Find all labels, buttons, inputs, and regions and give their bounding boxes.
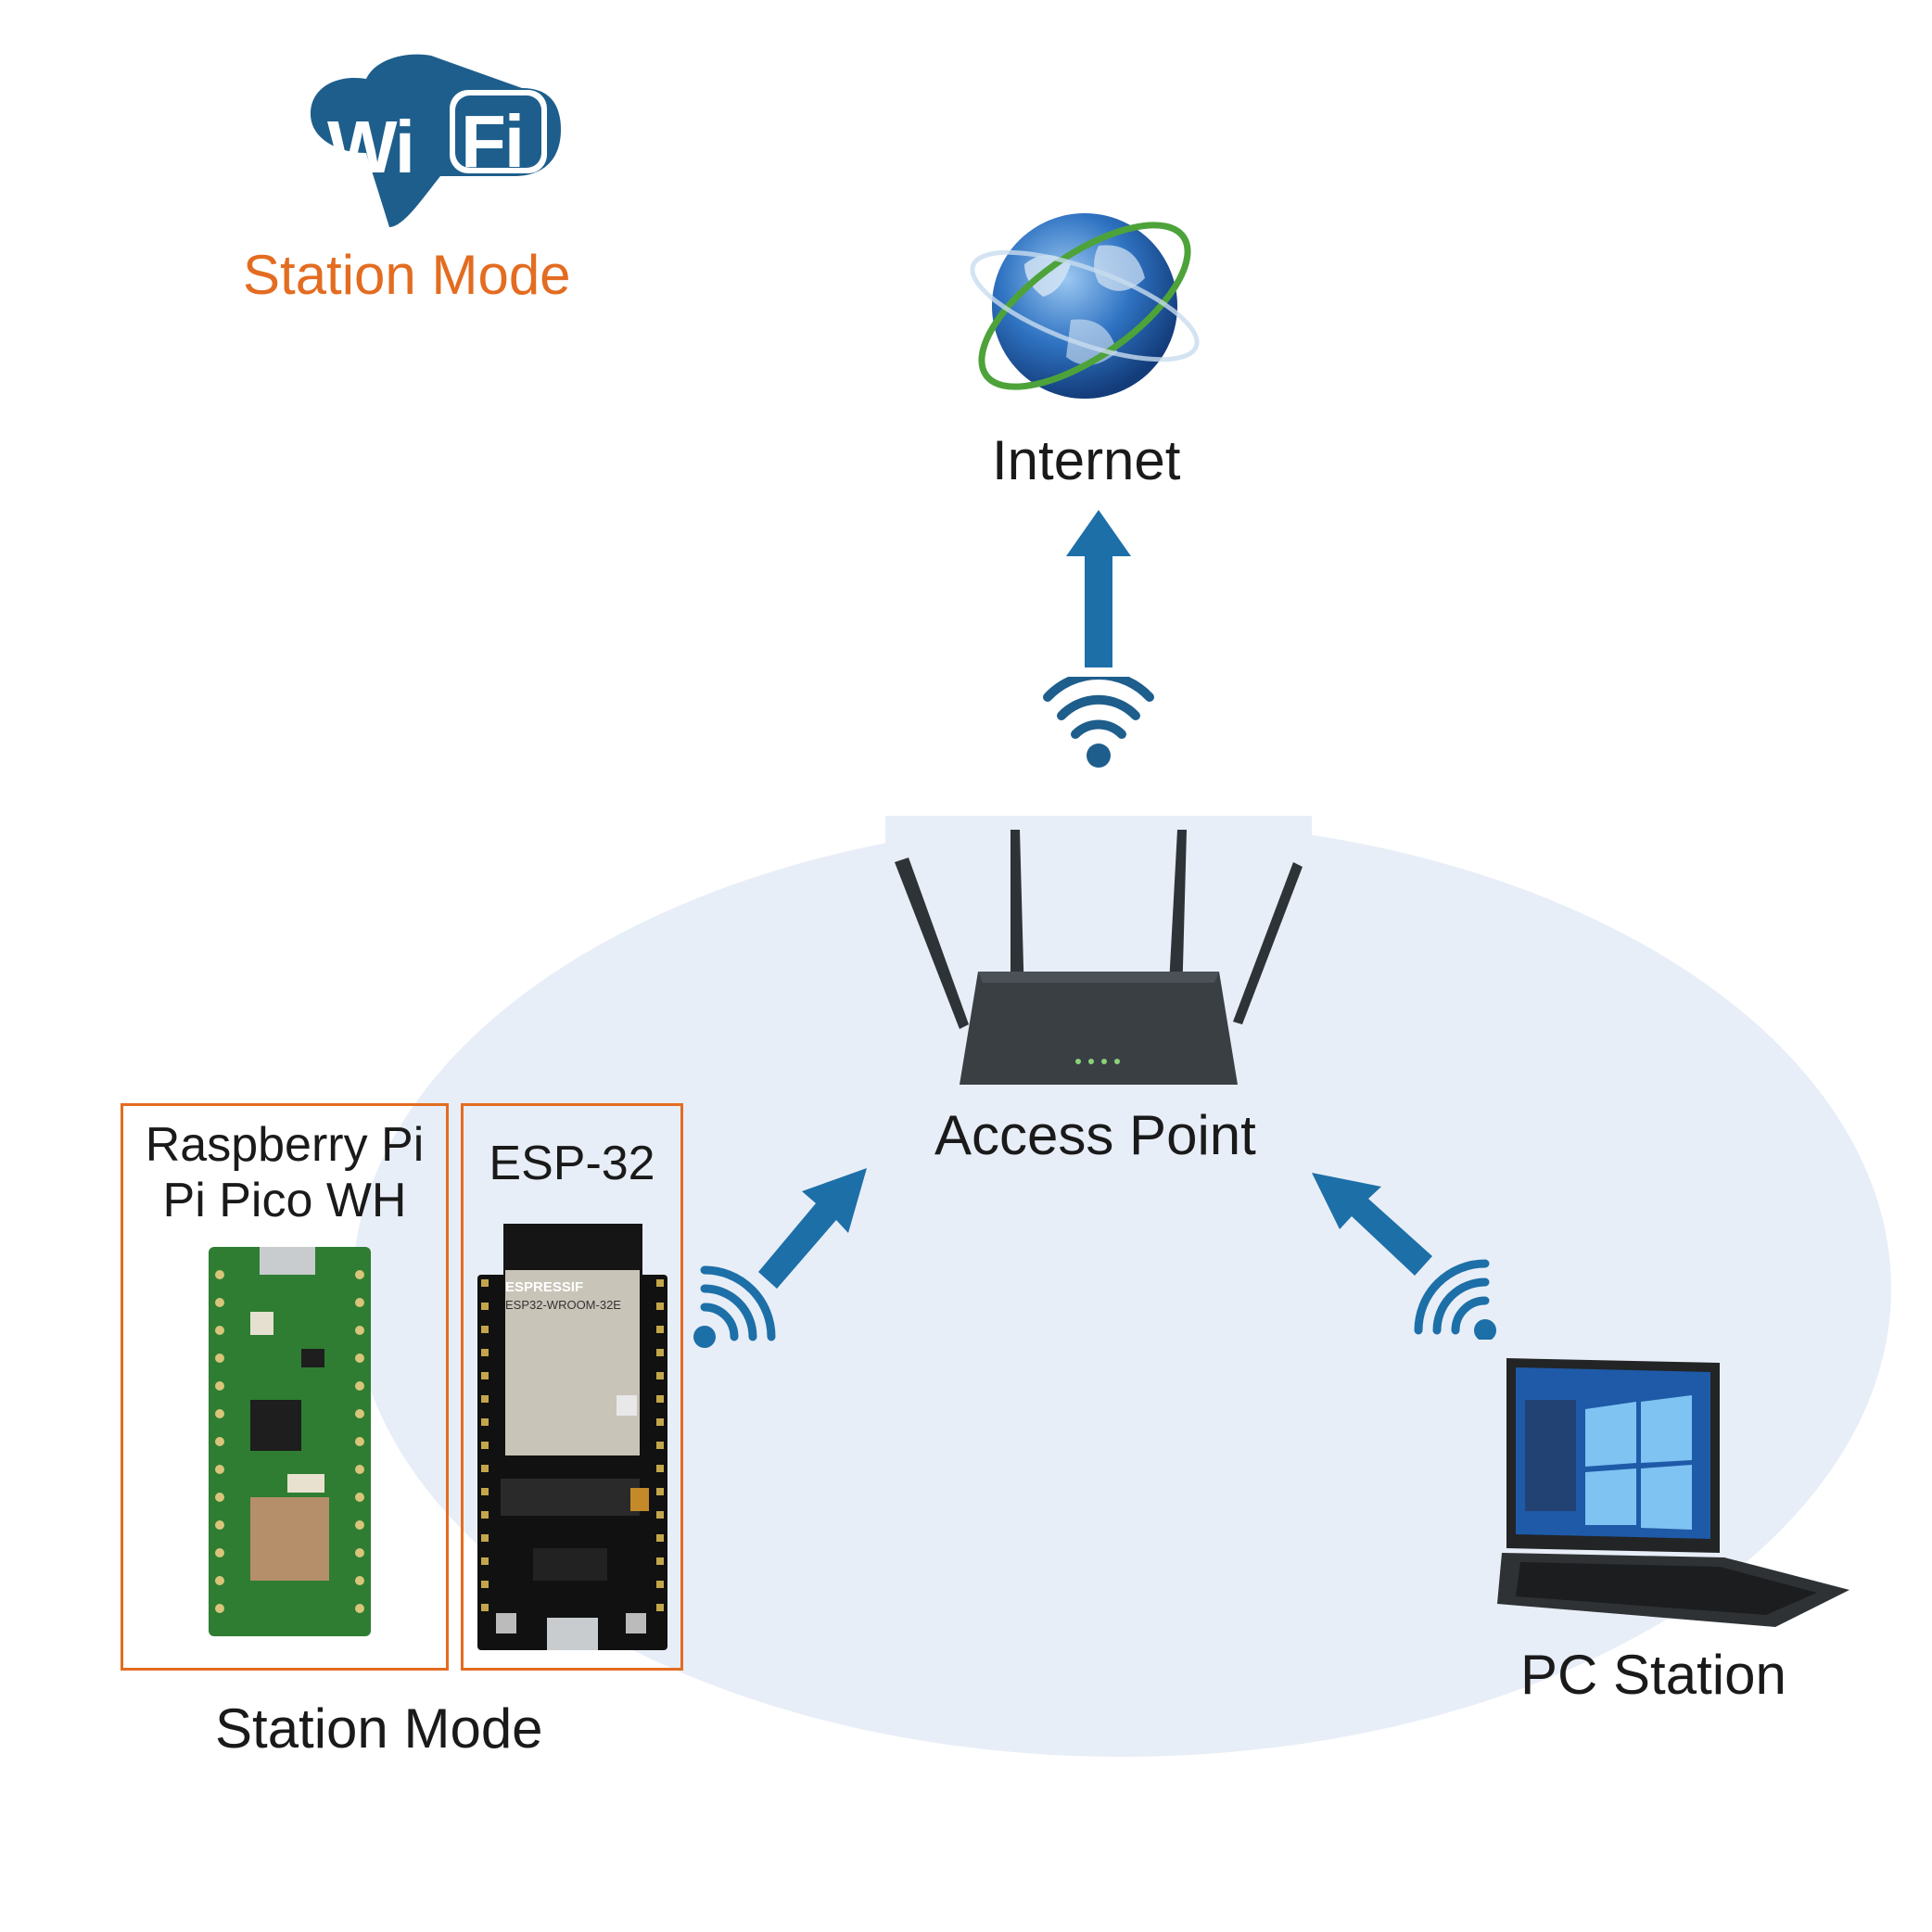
logo-caption: Station Mode: [243, 244, 571, 306]
esp32-station-box: [461, 1103, 683, 1671]
internet-label: Internet: [992, 429, 1181, 491]
raspberry-pi-pico-board: [209, 1247, 371, 1636]
access-point-label: Access Point: [934, 1104, 1256, 1166]
pc-station-label: PC Station: [1520, 1644, 1786, 1706]
globe-icon: [970, 213, 1200, 399]
esp32-chip-model: ESP32-WROOM-32E: [505, 1298, 621, 1312]
station-mode-caption: Station Mode: [215, 1697, 543, 1760]
arrow-left-to-ap-icon: [693, 1168, 867, 1348]
pico-label: Raspberry Pi Pi Pico WH: [121, 1117, 449, 1228]
esp32-label: ESP-32: [489, 1137, 655, 1190]
wifi-signal-icon: [1043, 677, 1154, 768]
pico-station-box: [121, 1103, 449, 1671]
esp32-board: [477, 1224, 667, 1650]
arrow-up-icon: [1066, 510, 1131, 667]
wifi-logo-word1: Wi: [327, 106, 415, 188]
pico-label-line2: Pi Pico WH: [162, 1174, 407, 1227]
laptop-icon: [1497, 1358, 1849, 1627]
pico-label-line1: Raspberry Pi: [145, 1118, 425, 1172]
wifi-logo-icon: Wi Fi: [301, 51, 561, 236]
router-icon: [885, 816, 1312, 1094]
arrow-pc-to-ap-icon: [1312, 1173, 1496, 1340]
wifi-logo-word2: Fi: [461, 100, 525, 183]
esp32-chip-brand: ESPRESSIF: [505, 1279, 584, 1295]
